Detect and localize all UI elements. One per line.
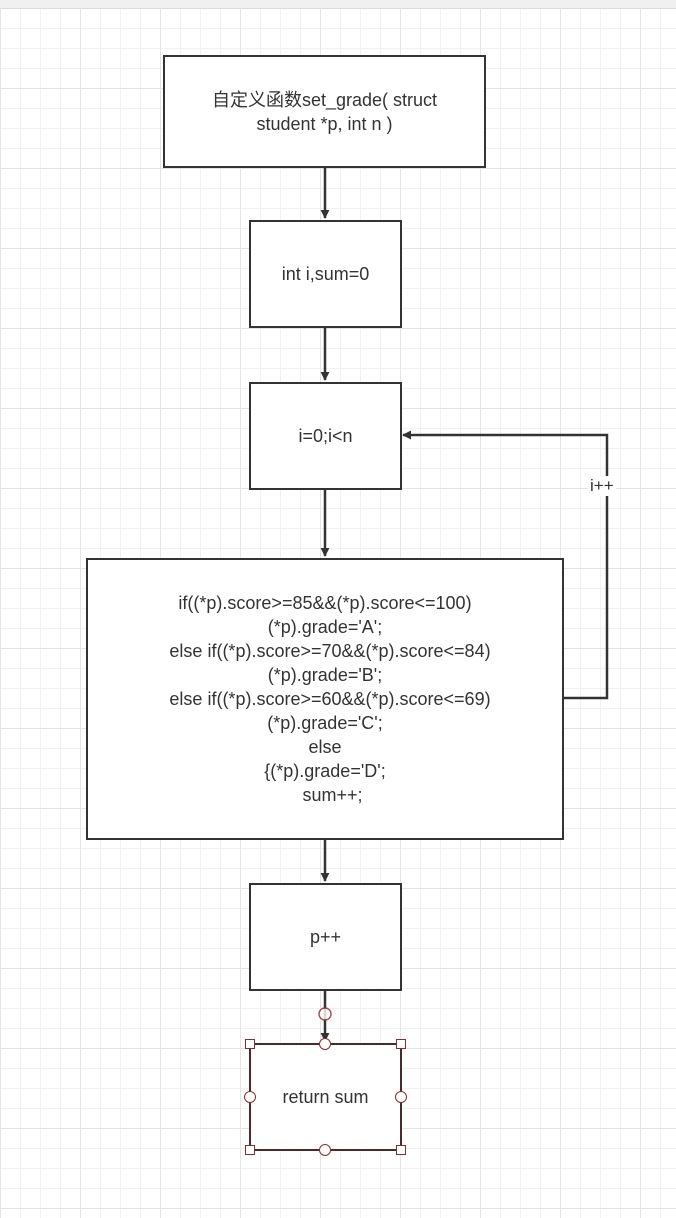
resize-handle-bottom-right[interactable] [396,1145,406,1155]
anchor-left[interactable] [244,1091,256,1103]
anchor-top[interactable] [319,1038,331,1050]
loop-back-label: i++ [588,476,616,496]
return-node[interactable]: return sum [249,1043,402,1151]
anchor-right[interactable] [395,1091,407,1103]
canvas-top-bar [0,0,676,9]
function-header-node[interactable]: 自定义函数set_grade( struct student *p, int n… [163,55,486,168]
anchor-bottom[interactable] [319,1144,331,1156]
return-text: return sum [282,1087,369,1107]
loop-condition-text: i=0;i<n [298,426,353,446]
pointer-increment-node[interactable]: p++ [249,883,402,991]
grade-logic-text: if((*p).score>=85&&(*p).score<=100) (*p)… [169,593,491,805]
pointer-increment-text: p++ [309,927,342,947]
resize-handle-top-left[interactable] [245,1039,255,1049]
loop-condition-node[interactable]: i=0;i<n [249,382,402,490]
function-header-text: 自定义函数set_grade( struct student *p, int n… [211,89,438,134]
edge-loop-back[interactable] [402,430,609,700]
init-text: int i,sum=0 [281,264,370,284]
grade-logic-node[interactable]: if((*p).score>=85&&(*p).score<=100) (*p)… [86,558,564,840]
resize-handle-top-right[interactable] [396,1039,406,1049]
connection-point[interactable] [318,1007,332,1021]
init-node[interactable]: int i,sum=0 [249,220,402,328]
resize-handle-bottom-left[interactable] [245,1145,255,1155]
